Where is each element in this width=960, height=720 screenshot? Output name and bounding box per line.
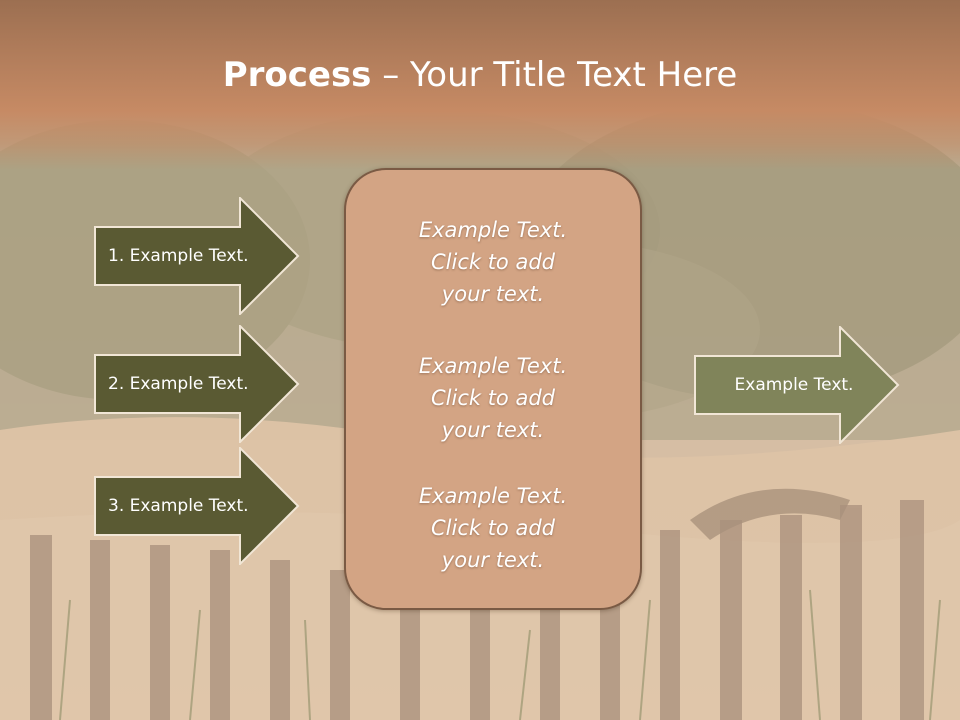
step-arrow-1[interactable]: 1. Example Text. xyxy=(94,197,300,315)
arrow-shape xyxy=(94,325,300,443)
result-arrow[interactable]: Example Text. xyxy=(694,326,900,444)
step-arrow-label: 3. Example Text. xyxy=(108,496,249,516)
panel-text-block-3[interactable]: Example Text. Click to add your text. xyxy=(346,480,640,576)
center-text-panel[interactable]: Example Text. Click to add your text. Ex… xyxy=(344,168,642,610)
arrow-shape xyxy=(94,447,300,565)
arrow-shape xyxy=(94,197,300,315)
panel-line: Click to add xyxy=(430,250,555,274)
panel-line: your text. xyxy=(441,282,545,306)
title-bold: Process xyxy=(222,55,372,95)
title-rest: – Your Title Text Here xyxy=(371,55,738,95)
panel-line: Click to add xyxy=(430,516,555,540)
step-arrow-2[interactable]: 2. Example Text. xyxy=(94,325,300,443)
panel-line: Example Text. xyxy=(418,218,568,242)
panel-text-block-1[interactable]: Example Text. Click to add your text. xyxy=(346,214,640,310)
page-title[interactable]: Process – Your Title Text Here xyxy=(0,50,960,100)
panel-line: your text. xyxy=(441,418,545,442)
step-arrow-label: 1. Example Text. xyxy=(108,246,249,266)
step-arrow-3[interactable]: 3. Example Text. xyxy=(94,447,300,565)
result-arrow-label: Example Text. xyxy=(734,375,854,395)
title-band xyxy=(0,0,960,170)
arrow-shape xyxy=(694,326,900,444)
panel-line: Example Text. xyxy=(418,484,568,508)
panel-line: Click to add xyxy=(430,386,555,410)
panel-line: Example Text. xyxy=(418,354,568,378)
panel-text-block-2[interactable]: Example Text. Click to add your text. xyxy=(346,350,640,446)
step-arrow-label: 2. Example Text. xyxy=(108,374,249,394)
panel-line: your text. xyxy=(441,548,545,572)
